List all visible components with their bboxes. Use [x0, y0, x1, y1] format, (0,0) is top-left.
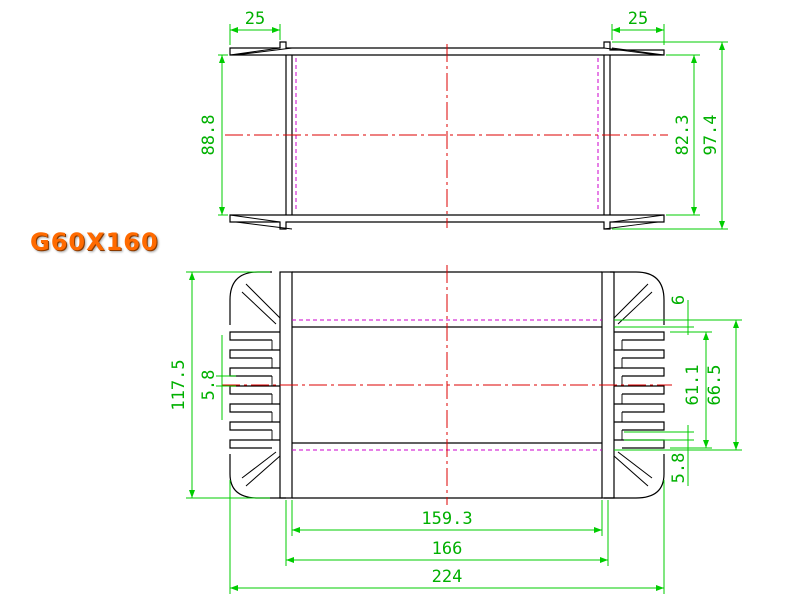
model-label: G60X160 [30, 228, 159, 256]
dimension-labels: 25 25 88.8 82.3 97.4 117.5 5.8 6 61.1 66… [169, 9, 725, 587]
dim-inner-height-right: 82.3 [673, 115, 693, 156]
dimension-lines [186, 24, 742, 594]
dim-width-inner: 159.3 [421, 509, 472, 529]
dim-fin-span: 61.1 [683, 365, 703, 406]
dim-fin-pitch-right: 5.8 [669, 453, 689, 484]
dim-fin-span-outer: 66.5 [705, 365, 725, 406]
dim-width-mid: 166 [432, 539, 463, 559]
dimension-arrows [189, 27, 739, 591]
dim-width-total: 224 [432, 567, 463, 587]
center-lines [222, 44, 672, 505]
dim-fin-pitch-left: 5.8 [199, 370, 219, 401]
dim-overall-height: 97.4 [701, 115, 721, 156]
dim-top-flange-left: 25 [245, 9, 265, 29]
dim-inner-height-left: 88.8 [199, 115, 219, 156]
dim-total-height-side: 117.5 [169, 359, 189, 410]
dim-fin-gap-top: 6 [669, 295, 689, 305]
dim-top-flange-right: 25 [628, 9, 648, 29]
